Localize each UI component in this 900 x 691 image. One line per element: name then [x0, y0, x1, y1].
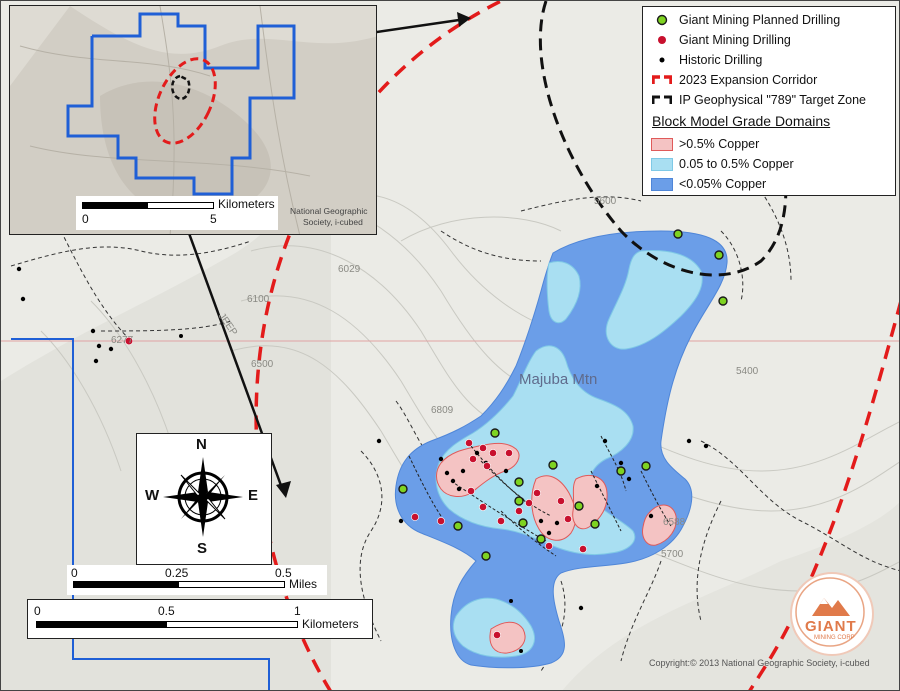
legend-item-giant: Giant Mining Drilling [651, 30, 791, 50]
km-tick: 0 [34, 604, 41, 618]
inset-credit: National Geographic [290, 206, 368, 216]
km-tick: 1 [294, 604, 301, 618]
km-tick: 0.5 [158, 604, 175, 618]
miles-unit: Miles [289, 577, 318, 591]
km-scale-bar-fill [36, 621, 167, 628]
legend-item-high-grade: >0.5% Copper [651, 134, 759, 154]
legend-item-ip-zone: IP Geophysical "789" Target Zone [651, 90, 866, 110]
inset-scale-tick: 0 [82, 212, 89, 226]
compass-box: N S W E [136, 433, 272, 565]
miles-scale: 0 0.25 0.5 Miles [67, 565, 327, 595]
domain-high-grade [531, 475, 577, 541]
inset-scale-box: Kilometers 0 5 [76, 196, 278, 230]
arrow-head [276, 481, 291, 498]
km-scale: 0 0.5 1 Kilometers [27, 599, 373, 639]
compass-rose-icon [163, 457, 243, 537]
inset-basemap [10, 6, 376, 234]
mountain-icon [795, 577, 865, 647]
black-dashed-line-icon [651, 93, 673, 107]
planned-drilling [398, 229, 728, 561]
expansion-corridor-east [748, 301, 899, 690]
giant-drilling [124, 336, 587, 639]
contour-label: 6500 [251, 359, 274, 370]
domain-high-grade [572, 475, 608, 530]
contour-label: 6809 [431, 405, 454, 416]
contour-label: 6588 [663, 517, 686, 528]
legend-domains-title: Block Model Grade Domains [652, 113, 831, 129]
miles-tick: 0 [71, 566, 78, 580]
compass-w: W [145, 487, 160, 504]
contour-label: 5700 [661, 549, 684, 560]
place-label: Majuba Mtn [519, 371, 598, 388]
ip-target-zone [538, 1, 788, 277]
inset-map: Kilometers 0 5 National Geographic Socie… [9, 5, 377, 235]
miles-scale-bar-fill [73, 581, 179, 588]
miles-tick: 0.25 [165, 566, 189, 580]
inset-ip-zone [171, 74, 191, 101]
inset-credit: Society, i-cubed [303, 217, 363, 227]
compass-e: E [248, 487, 259, 504]
red-dot-icon [651, 33, 673, 47]
red-dashed-line-icon [651, 73, 673, 87]
giant-mining-logo: GIANT MINING CORP [790, 572, 874, 656]
compass-s: S [197, 540, 208, 557]
km-unit: Kilometers [302, 617, 359, 631]
legend-panel: Giant Mining Planned Drilling Giant Mini… [642, 6, 896, 196]
high-grade-swatch [651, 137, 673, 151]
legend-item-planned: Giant Mining Planned Drilling [651, 10, 840, 30]
contour-label: 6277 [111, 335, 134, 346]
historic-drilling [16, 266, 709, 653]
contour-label: 6100 [247, 294, 270, 305]
legend-item-corridor: 2023 Expansion Corridor [651, 70, 817, 90]
contour-label: 5600 [594, 196, 617, 207]
miles-tick: 0.5 [275, 566, 292, 580]
legend-item-historic: Historic Drilling [651, 50, 762, 70]
copyright-text: Copyright:© 2013 National Geographic Soc… [649, 658, 870, 668]
green-dot-icon [651, 13, 673, 27]
inset-scale-unit: Kilometers [218, 197, 275, 211]
arrow-head [457, 12, 471, 27]
domain-mid-grade [546, 261, 581, 324]
legend-item-low-grade: <0.05% Copper [651, 174, 766, 194]
domain-high-grade [489, 621, 526, 654]
contour-label: 5400 [736, 366, 759, 377]
inset-corridor [153, 57, 217, 145]
compass-n: N [196, 436, 207, 453]
logo-word: GIANT [805, 618, 857, 635]
inset-scale-tick: 5 [210, 212, 217, 226]
inset-claim-boundary [66, 12, 296, 196]
legend-item-mid-grade: 0.05 to 0.5% Copper [651, 154, 794, 174]
inset-scale-bar-fill [82, 202, 148, 209]
low-grade-swatch [651, 177, 673, 191]
logo-sub: MINING CORP [814, 635, 855, 641]
domain-mid-grade [605, 250, 703, 350]
contour-label: 6029 [338, 264, 361, 275]
expansion-corridor-west [254, 1, 502, 690]
mid-grade-swatch [651, 157, 673, 171]
claim-boundary [11, 338, 270, 690]
black-dot-icon [651, 53, 673, 67]
